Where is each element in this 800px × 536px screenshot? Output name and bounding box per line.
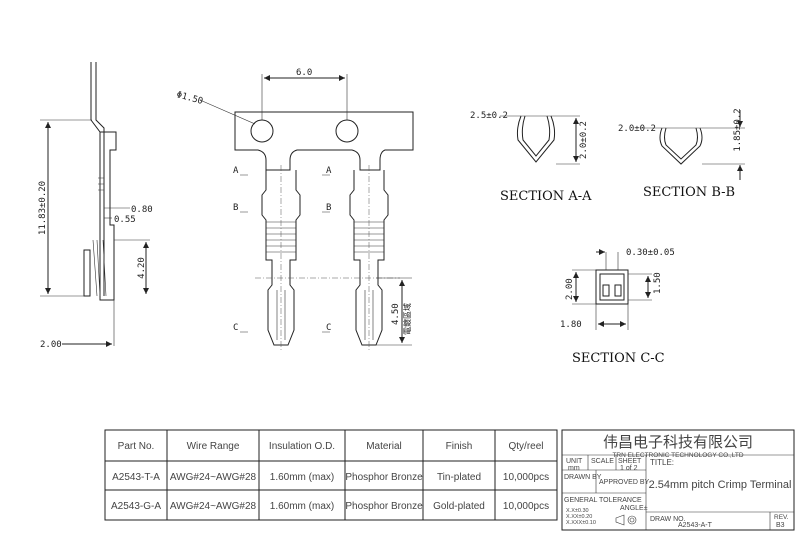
dim-secC-h2: 1.50 xyxy=(653,272,663,294)
sheet-label: SHEET xyxy=(618,458,642,465)
front-view: 6.0 Φ1.50 A A B B C C 4.50 電鍍區域 xyxy=(175,68,414,350)
dim-450: 4.50 xyxy=(391,303,401,325)
cell-r2-fin: Gold-plated xyxy=(433,501,485,512)
header-wire-range: Wire Range xyxy=(187,441,240,452)
pilot-hole-2 xyxy=(335,119,359,143)
section-label-c: SECTION C-C xyxy=(572,351,665,366)
cell-r1-mat: Phosphor Bronze xyxy=(345,472,423,483)
tol-1: X.X±0.30 xyxy=(566,508,589,514)
section-b-b: 1.85±0.2 2.0±0.2 SECTION B-B xyxy=(618,108,745,200)
tol-3: X.XXX±0.10 xyxy=(566,520,596,526)
header-part-no: Part No. xyxy=(118,441,155,452)
dim-secC-h: 2.00 xyxy=(565,278,575,300)
cell-r2-wire: AWG#24~AWG#28 xyxy=(170,501,257,512)
header-material: Material xyxy=(366,441,402,452)
section-mark-a-left: A xyxy=(233,166,239,176)
drawn-by: DRAWN BY xyxy=(564,474,602,481)
section-label-b: SECTION B-B xyxy=(643,185,735,200)
dim-450-note: 電鍍區域 xyxy=(402,303,412,335)
company-en: TRN ELECTRONIC TECHNOLOGY CO.,LTD xyxy=(612,452,743,459)
cell-r2-qty: 10,000pcs xyxy=(503,501,549,512)
title-label: TITLE: xyxy=(650,458,674,467)
section-c-c: 0.30±0.05 2.00 1.50 1.80 SECTION C-C xyxy=(560,248,675,366)
cell-r2-ins: 1.60mm (max) xyxy=(270,501,334,512)
cell-r1-wire: AWG#24~AWG#28 xyxy=(170,472,257,483)
cell-r2-mat: Phosphor Bronze xyxy=(345,501,423,512)
general-tolerance: GENERAL TOLERANCE xyxy=(564,497,642,504)
section-label-a: SECTION A-A xyxy=(500,189,592,204)
side-view: 11.83±0.20 0.80 0.55 4.20 2.00 xyxy=(38,62,153,350)
parts-table: Part No. Wire Range Insulation O.D. Mate… xyxy=(104,429,558,521)
cell-r1-qty: 10,000pcs xyxy=(503,472,549,483)
cell-r1-part: A2543-T-A xyxy=(112,472,160,483)
dim-420: 4.20 xyxy=(137,257,147,279)
dim-pitch: 6.0 xyxy=(296,68,312,78)
title-value: 2.54mm pitch Crimp Terminal xyxy=(649,479,792,491)
unit-value: mm xyxy=(568,465,580,472)
unit-label: UNIT xyxy=(566,458,583,465)
dim-secB-h: 1.85±0.2 xyxy=(733,108,743,151)
dim-height-total: 11.83±0.20 xyxy=(38,181,48,235)
cell-r1-fin: Tin-plated xyxy=(437,472,481,483)
rev-value: B3 xyxy=(776,522,785,529)
section-mark-b-left: B xyxy=(233,203,238,213)
approved-by: APPROVED BY xyxy=(599,479,650,486)
cell-r1-ins: 1.60mm (max) xyxy=(270,472,334,483)
dim-secC-w: 1.80 xyxy=(560,320,582,330)
dim-secA-h: 2.0±0.2 xyxy=(579,121,589,159)
draw-no: A2543-A-T xyxy=(678,522,713,529)
projection-symbol-icon xyxy=(615,514,637,526)
header-qty: Qty/reel xyxy=(508,441,543,452)
section-mark-c-left: C xyxy=(233,323,238,333)
title-block: 伟昌电子科技有限公司 TRN ELECTRONIC TECHNOLOGY CO.… xyxy=(561,429,795,531)
sheet-value: 1 of 2 xyxy=(620,465,638,472)
pilot-hole-1 xyxy=(250,119,274,143)
company-cn: 伟昌电子科技有限公司 xyxy=(603,433,753,451)
header-insulation: Insulation O.D. xyxy=(269,441,335,452)
dim-secC-t: 0.30±0.05 xyxy=(626,248,675,258)
section-a-a: 2.0±0.2 2.5±0.2 SECTION A-A xyxy=(470,111,592,204)
dim-080: 0.80 xyxy=(131,205,153,215)
dim-secB-w: 2.0±0.2 xyxy=(618,124,656,134)
section-mark-b-right: B xyxy=(326,203,331,213)
draw-no-label: DRAW NO. xyxy=(650,516,686,523)
scale-label: SCALE xyxy=(591,458,614,465)
dim-055: 0.55 xyxy=(114,215,136,225)
tol-2: X.XX±0.20 xyxy=(566,514,592,520)
dim-hole-dia: Φ1.50 xyxy=(175,90,204,107)
cell-r2-part: A2543-G-A xyxy=(111,501,161,512)
rev-label: REV. xyxy=(774,514,789,521)
section-mark-a-right: A xyxy=(326,166,332,176)
angle: ANGLE± xyxy=(620,505,648,512)
dim-200: 2.00 xyxy=(40,340,62,350)
dim-secA-w: 2.5±0.2 xyxy=(470,111,508,121)
header-finish: Finish xyxy=(446,441,473,452)
section-mark-c-right: C xyxy=(326,323,331,333)
